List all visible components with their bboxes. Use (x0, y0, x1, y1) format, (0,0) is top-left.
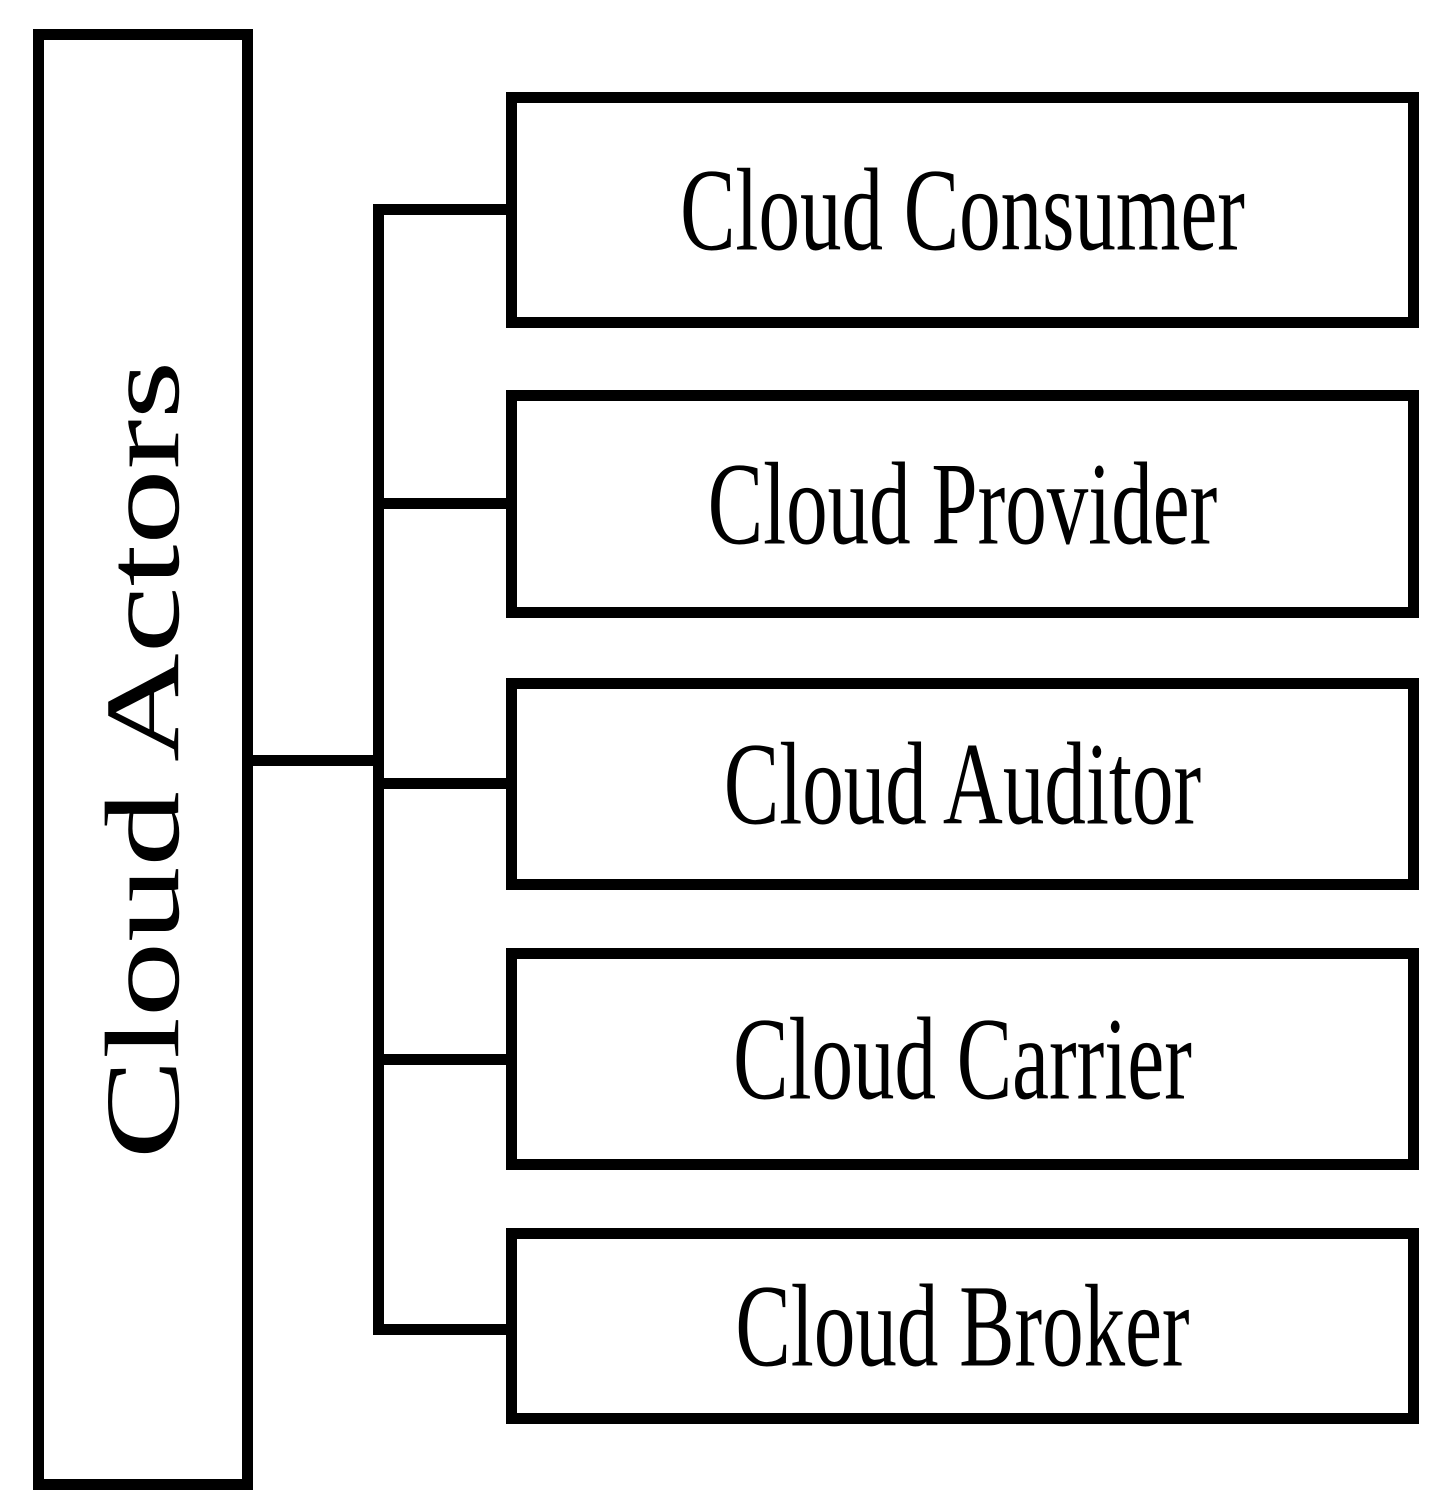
connector-branch-cloud-auditor (373, 778, 517, 789)
cloud-broker-box: Cloud Broker (506, 1228, 1419, 1424)
cloud-auditor-box: Cloud Auditor (506, 678, 1419, 890)
cloud-auditor-label: Cloud Auditor (723, 717, 1202, 849)
cloud-carrier-label: Cloud Carrier (733, 992, 1192, 1124)
cloud-consumer-label: Cloud Consumer (680, 143, 1245, 275)
cloud-carrier-box: Cloud Carrier (506, 948, 1419, 1170)
cloud-broker-label: Cloud Broker (735, 1259, 1190, 1391)
connector-branch-cloud-consumer (373, 204, 517, 215)
cloud-provider-box: Cloud Provider (506, 390, 1419, 618)
cloud-actors-box: Cloud Actors (33, 29, 253, 1490)
connector-trunk (373, 204, 384, 1335)
cloud-consumer-box: Cloud Consumer (506, 92, 1419, 328)
connector-root-to-trunk (242, 755, 384, 766)
connector-branch-cloud-provider (373, 498, 517, 509)
connector-branch-cloud-broker (373, 1324, 517, 1335)
cloud-provider-label: Cloud Provider (707, 437, 1218, 569)
cloud-actors-label: Cloud Actors (84, 360, 201, 1159)
connector-branch-cloud-carrier (373, 1054, 517, 1065)
